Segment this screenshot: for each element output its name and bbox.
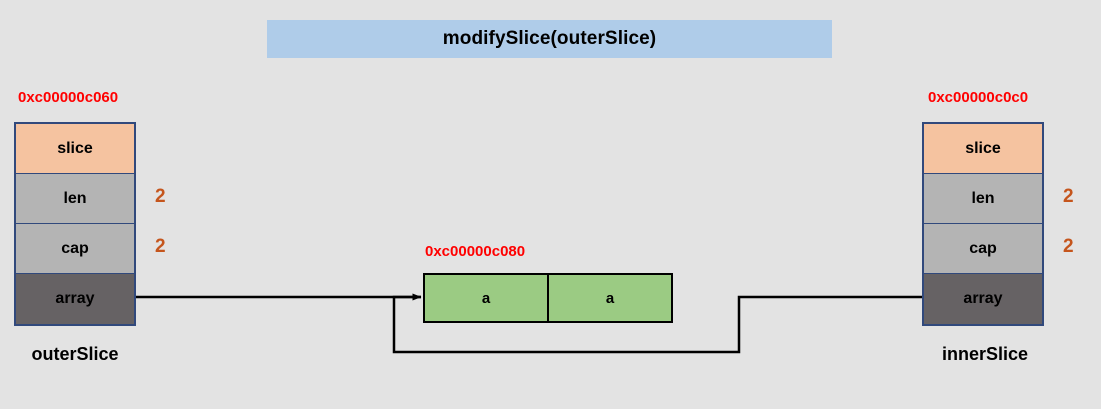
outerslice-row-slice-label: slice	[57, 139, 93, 157]
outerslice-row-len: len	[16, 174, 134, 224]
innerslice-row-array-label: array	[963, 290, 1003, 307]
array-cell-1: a	[547, 275, 671, 321]
outerslice-row-cap: cap	[16, 224, 134, 274]
array-cell-0: a	[425, 275, 547, 321]
innerslice-name-label: innerSlice	[941, 344, 1029, 364]
innerslice-row-cap-label: cap	[969, 239, 997, 257]
innerslice-address: 0xc00000c0c0	[928, 89, 1029, 106]
backing-array: a a	[423, 273, 673, 323]
innerslice-row-array: array	[924, 274, 1042, 324]
innerslice-len-value: 2	[1063, 186, 1074, 207]
outerslice-cap-value: 2	[155, 236, 166, 257]
innerslice-row-len-label: len	[971, 189, 995, 207]
innerslice-cap-value: 2	[1063, 236, 1074, 257]
innerslice-row-cap: cap	[924, 224, 1042, 274]
innerslice-row-slice-label: slice	[965, 139, 1001, 157]
outerslice-len-value: 2	[155, 186, 166, 207]
innerslice-struct: slice len cap array	[922, 122, 1044, 326]
array-cell-0-value: a	[481, 289, 491, 307]
function-call-banner: modifySlice(outerSlice)	[267, 20, 832, 58]
backing-array-address: 0xc00000c080	[425, 243, 526, 260]
outerslice-address: 0xc00000c060	[18, 89, 119, 106]
outerslice-struct: slice len cap array	[14, 122, 136, 326]
innerslice-row-slice: slice	[924, 124, 1042, 174]
outerslice-name-label: outerSlice	[31, 344, 119, 364]
outerslice-row-cap-label: cap	[61, 239, 89, 257]
array-cell-1-value: a	[605, 289, 615, 307]
outerslice-row-array-label: array	[55, 290, 95, 307]
function-call-label: modifySlice(outerSlice)	[442, 28, 657, 49]
outerslice-row-len-label: len	[63, 189, 87, 207]
innerslice-row-len: len	[924, 174, 1042, 224]
outerslice-row-slice: slice	[16, 124, 134, 174]
outerslice-row-array: array	[16, 274, 134, 324]
